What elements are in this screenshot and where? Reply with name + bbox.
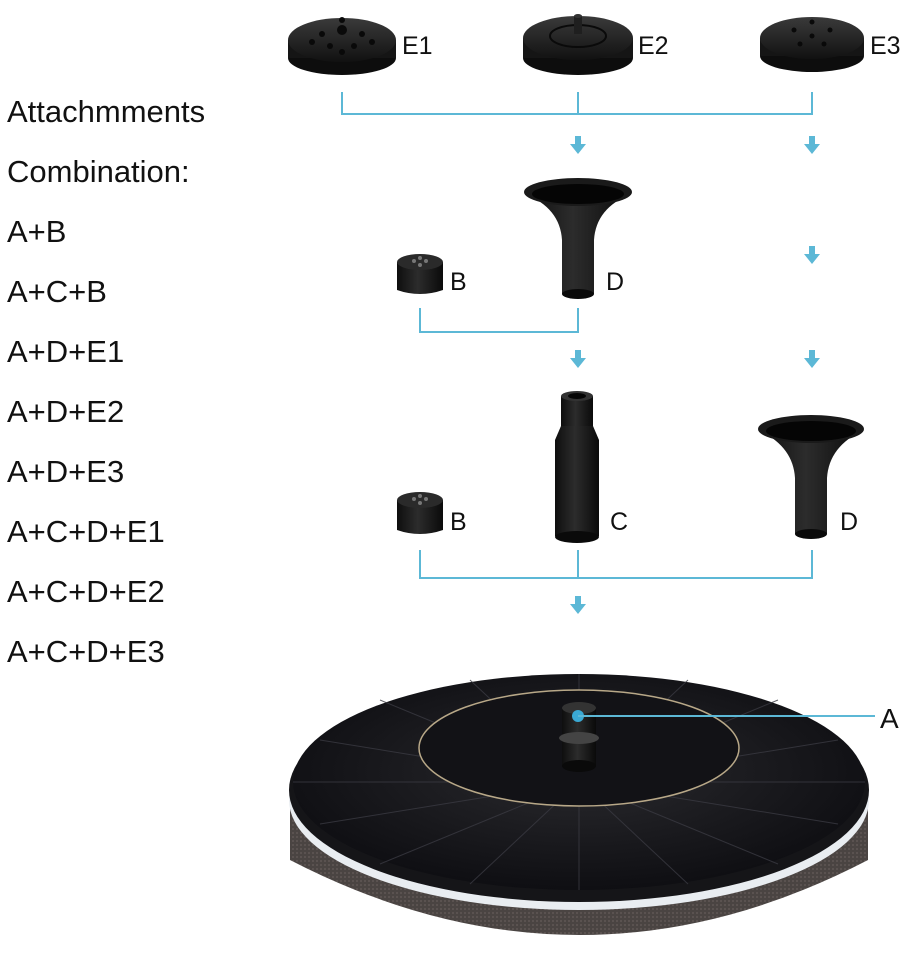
label-d-right: D — [840, 508, 858, 536]
nozzle-e2 — [523, 14, 633, 75]
label-e3: E3 — [870, 32, 901, 60]
arrow-down-icon — [804, 246, 820, 264]
label-a: A — [880, 703, 899, 734]
nozzle-b-upper — [397, 254, 443, 294]
label-c: C — [610, 508, 628, 536]
label-d-middle: D — [606, 268, 624, 296]
solar-panel-base — [289, 674, 869, 935]
arrow-down-icon — [570, 350, 586, 368]
label-e1: E1 — [402, 32, 433, 60]
arrow-down-icon — [570, 596, 586, 614]
arrow-down-icon — [804, 136, 820, 154]
nozzle-e1 — [288, 17, 396, 75]
arrow-down-icon — [804, 350, 820, 368]
arrow-down-icon — [570, 136, 586, 154]
connector-middle — [420, 308, 578, 332]
label-b-lower: B — [450, 508, 467, 536]
tube-c — [555, 391, 599, 543]
nozzle-e3 — [760, 17, 864, 72]
label-b-upper: B — [450, 268, 467, 296]
connector-top — [342, 92, 812, 114]
nozzle-b-lower — [397, 492, 443, 534]
connector-bottom — [420, 550, 812, 578]
label-e2: E2 — [638, 32, 669, 60]
